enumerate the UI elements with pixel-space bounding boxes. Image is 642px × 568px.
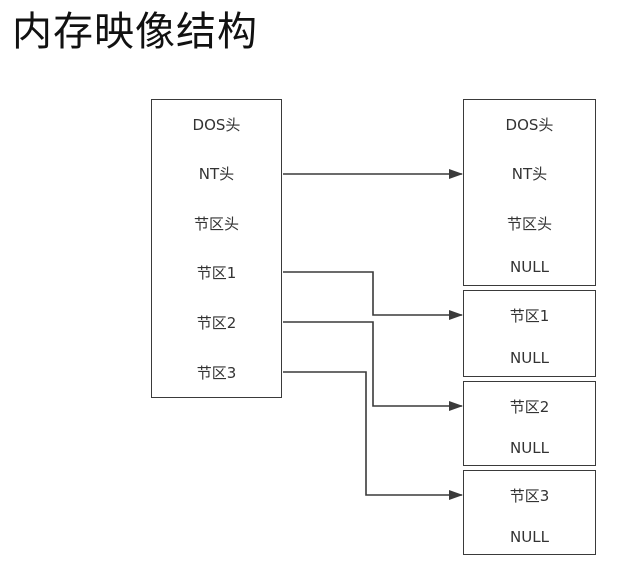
arrow-section-2 xyxy=(283,321,463,411)
right-section-1-null-padding: NULL xyxy=(463,340,596,377)
diagram-title: 内存映像结构 xyxy=(12,9,258,55)
right-section-header: 节区头 xyxy=(463,198,596,249)
right-dos-header: DOS头 xyxy=(463,99,596,150)
left-dos-header: DOS头 xyxy=(151,99,282,150)
left-section-1: 节区1 xyxy=(151,248,282,298)
arrow-section-3 xyxy=(283,371,463,500)
right-section-3-null-padding: NULL xyxy=(463,519,596,555)
left-section-3: 节区3 xyxy=(151,347,282,398)
right-section-2-null-padding: NULL xyxy=(463,430,596,466)
right-section-2: 节区2 xyxy=(463,381,596,431)
left-section-2: 节区2 xyxy=(151,297,282,348)
arrow-section-1 xyxy=(283,271,463,320)
right-header-null-padding: NULL xyxy=(463,248,596,286)
